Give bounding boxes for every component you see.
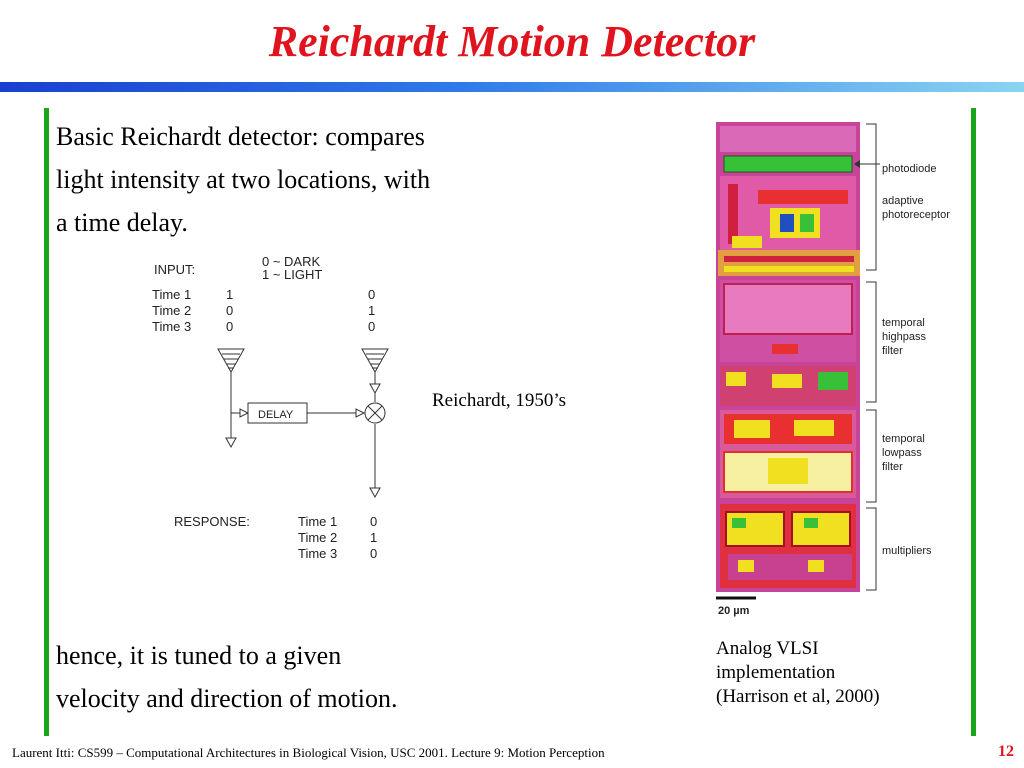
response-label: RESPONSE: — [174, 514, 250, 529]
title-underline-bar — [0, 82, 1024, 92]
label-temporal-2: temporal — [882, 433, 925, 445]
intro-text: Basic Reichardt detector: compares light… — [56, 115, 526, 244]
label-lowpass: lowpass — [882, 447, 922, 459]
response-time-1-label: Time 1 — [298, 514, 337, 529]
legend-light: 1 ~ LIGHT — [262, 267, 322, 282]
input-left-value-3: 0 — [226, 319, 233, 334]
vlsi-caption-line-2: implementation — [716, 662, 836, 683]
conclusion-line-2: velocity and direction of motion. — [56, 684, 398, 713]
input-left-value-1: 1 — [226, 287, 233, 302]
arrow-heads — [225, 383, 381, 499]
label-filter-2: filter — [882, 461, 903, 473]
right-photoreceptor-icon — [361, 348, 389, 374]
label-multipliers: multipliers — [882, 545, 932, 557]
intro-line-1: Basic Reichardt detector: compares — [56, 122, 425, 151]
reichardt-caption: Reichardt, 1950’s — [432, 390, 567, 411]
right-green-rule — [971, 108, 976, 736]
vlsi-caption: Analog VLSI implementation (Harrison et … — [716, 637, 880, 709]
intro-line-2: light intensity at two locations, with — [56, 165, 431, 194]
label-photodiode: photodiode — [882, 163, 936, 175]
vlsi-caption-line-3: (Harrison et al, 2000) — [716, 686, 880, 707]
label-filter-1: filter — [882, 345, 903, 357]
footer-text: Laurent Itti: CS599 – Computational Arch… — [12, 745, 605, 760]
region-brackets — [866, 123, 877, 591]
left-photoreceptor-icon — [217, 348, 245, 374]
slide-title: Reichardt Motion Detector — [268, 17, 756, 66]
multiplier-icon — [364, 402, 386, 424]
response-time-3-label: Time 3 — [298, 546, 337, 561]
intro-line-3: a time delay. — [56, 208, 188, 237]
response-value-3: 0 — [370, 546, 377, 561]
label-highpass: highpass — [882, 331, 927, 343]
vlsi-chip-layout: photodiode adaptive photoreceptor tempor… — [716, 122, 950, 617]
response-time-2-label: Time 2 — [298, 530, 337, 545]
conclusion-text: hence, it is tuned to a given velocity a… — [56, 634, 526, 720]
scale-label: 20 µm — [718, 605, 750, 617]
vlsi-caption-line-1: Analog VLSI — [716, 638, 819, 659]
input-time-2-label: Time 2 — [152, 303, 191, 318]
input-left-value-2: 0 — [226, 303, 233, 318]
left-green-rule — [44, 108, 49, 736]
legend-dark: 0 ~ DARK — [262, 254, 320, 269]
input-time-1-label: Time 1 — [152, 287, 191, 302]
input-label: INPUT: — [154, 262, 195, 277]
input-right-value-1: 0 — [368, 287, 375, 302]
input-right-value-3: 0 — [368, 319, 375, 334]
response-value-2: 1 — [370, 530, 377, 545]
page-number: 12 — [998, 743, 1014, 760]
photodiode-pointer-arrow — [854, 160, 880, 168]
delay-box — [247, 402, 308, 424]
delay-label: DELAY — [258, 409, 294, 421]
input-right-value-2: 1 — [368, 303, 375, 318]
response-value-1: 0 — [370, 514, 377, 529]
label-adaptive: adaptive — [882, 195, 924, 207]
input-time-3-label: Time 3 — [152, 319, 191, 334]
reichardt-diagram: INPUT: 0 ~ DARK 1 ~ LIGHT Time 1 Time 2 … — [152, 254, 389, 561]
label-temporal-1: temporal — [882, 317, 925, 329]
photodiode-region — [723, 155, 853, 173]
label-photoreceptor: photoreceptor — [882, 209, 950, 221]
conclusion-line-1: hence, it is tuned to a given — [56, 641, 342, 670]
